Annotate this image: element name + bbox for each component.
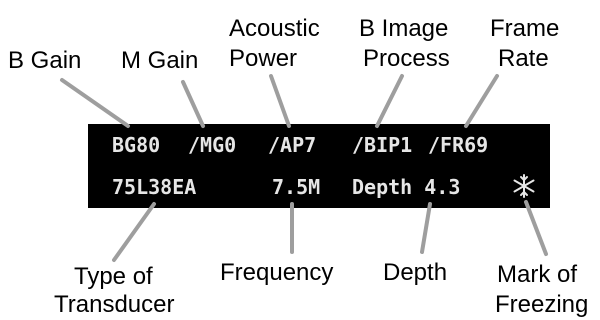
freeze-mark-leader xyxy=(524,200,548,256)
b-image-process-value: /BIP1 xyxy=(352,133,412,157)
frame-rate-value: /FR69 xyxy=(428,133,488,157)
b-gain-leader xyxy=(60,78,130,128)
b-image-process-label-line1: B Image xyxy=(359,15,448,42)
m-gain-value: /MG0 xyxy=(188,133,236,157)
m-gain-leader xyxy=(181,80,205,128)
m-gain-label: M Gain xyxy=(121,47,198,74)
acoustic-power-value: /AP7 xyxy=(268,133,316,157)
snowflake-icon xyxy=(513,174,535,198)
frame-rate-leader xyxy=(464,74,499,128)
freeze-mark-label-line1: Mark of xyxy=(497,261,577,288)
transducer-value: 75L38EA xyxy=(112,175,196,199)
acoustic-power-label-line1: Acoustic xyxy=(229,15,320,42)
b-gain-label: B Gain xyxy=(8,47,81,74)
depth-leader xyxy=(420,202,432,254)
acoustic-power-leader xyxy=(269,74,291,128)
transducer-leader xyxy=(112,202,156,262)
frame-rate-label-line1: Frame xyxy=(490,15,559,42)
transducer-label-line2: Transducer xyxy=(54,291,175,318)
b-image-process-label-line2: Process xyxy=(363,45,450,72)
transducer-label-line1: Type of xyxy=(74,263,153,290)
frame-rate-label-line2: Rate xyxy=(498,45,549,72)
frequency-value: 7.5M xyxy=(272,175,320,199)
freeze-mark-label-line2: Freezing xyxy=(495,291,588,318)
depth-label: Depth xyxy=(383,259,447,286)
frequency-label: Frequency xyxy=(220,259,333,286)
b-image-process-leader xyxy=(375,74,404,128)
acoustic-power-label-line2: Power xyxy=(229,45,297,72)
display-panel xyxy=(88,124,550,208)
b-gain-value: BG80 xyxy=(112,133,160,157)
depth-value: Depth 4.3 xyxy=(352,175,460,199)
